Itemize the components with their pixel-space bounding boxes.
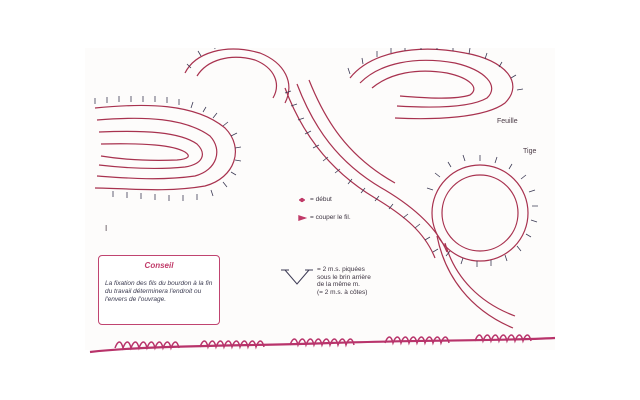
left-leaf-outer bbox=[94, 104, 236, 191]
tige-tail bbox=[444, 242, 516, 317]
legend-debut: = début bbox=[310, 196, 332, 203]
conseil-text: La fixation des fils du bourdon à la fin… bbox=[105, 280, 213, 303]
left-leaf-ring-3 bbox=[98, 130, 203, 170]
symbol-note-line: de la même m. bbox=[317, 281, 360, 288]
label-tige: Tige bbox=[523, 148, 537, 155]
symbol-note-line: sous le brin arrière bbox=[317, 273, 371, 281]
right-leaf-outer bbox=[349, 48, 514, 120]
central-stem bbox=[284, 87, 436, 259]
symbol-note: = 2 m.s. piquées sous le brin arrière de… bbox=[317, 266, 371, 296]
conseil-box: Conseil La fixation des fils du bourdon … bbox=[98, 255, 220, 325]
conseil-title: Conseil bbox=[144, 261, 174, 270]
crochet-pattern-drawing bbox=[94, 48, 538, 329]
label-feuille: Feuille bbox=[497, 118, 518, 125]
tige-circle-inner bbox=[441, 174, 519, 252]
stitch-marks bbox=[94, 48, 538, 267]
start-mark: I bbox=[105, 224, 108, 233]
tige-circle-outer bbox=[431, 164, 529, 262]
symbol-note-line: (= 2 m.s. à côtes) bbox=[317, 288, 368, 296]
legend-couper: = couper le fil. bbox=[310, 214, 351, 221]
left-leaf-ring-4 bbox=[100, 143, 189, 161]
left-leaf-ring-2 bbox=[96, 117, 218, 180]
symbol-v bbox=[281, 269, 313, 285]
top-left-arc bbox=[184, 48, 290, 104]
symbol-note-line: = 2 m.s. piquées bbox=[317, 266, 365, 273]
